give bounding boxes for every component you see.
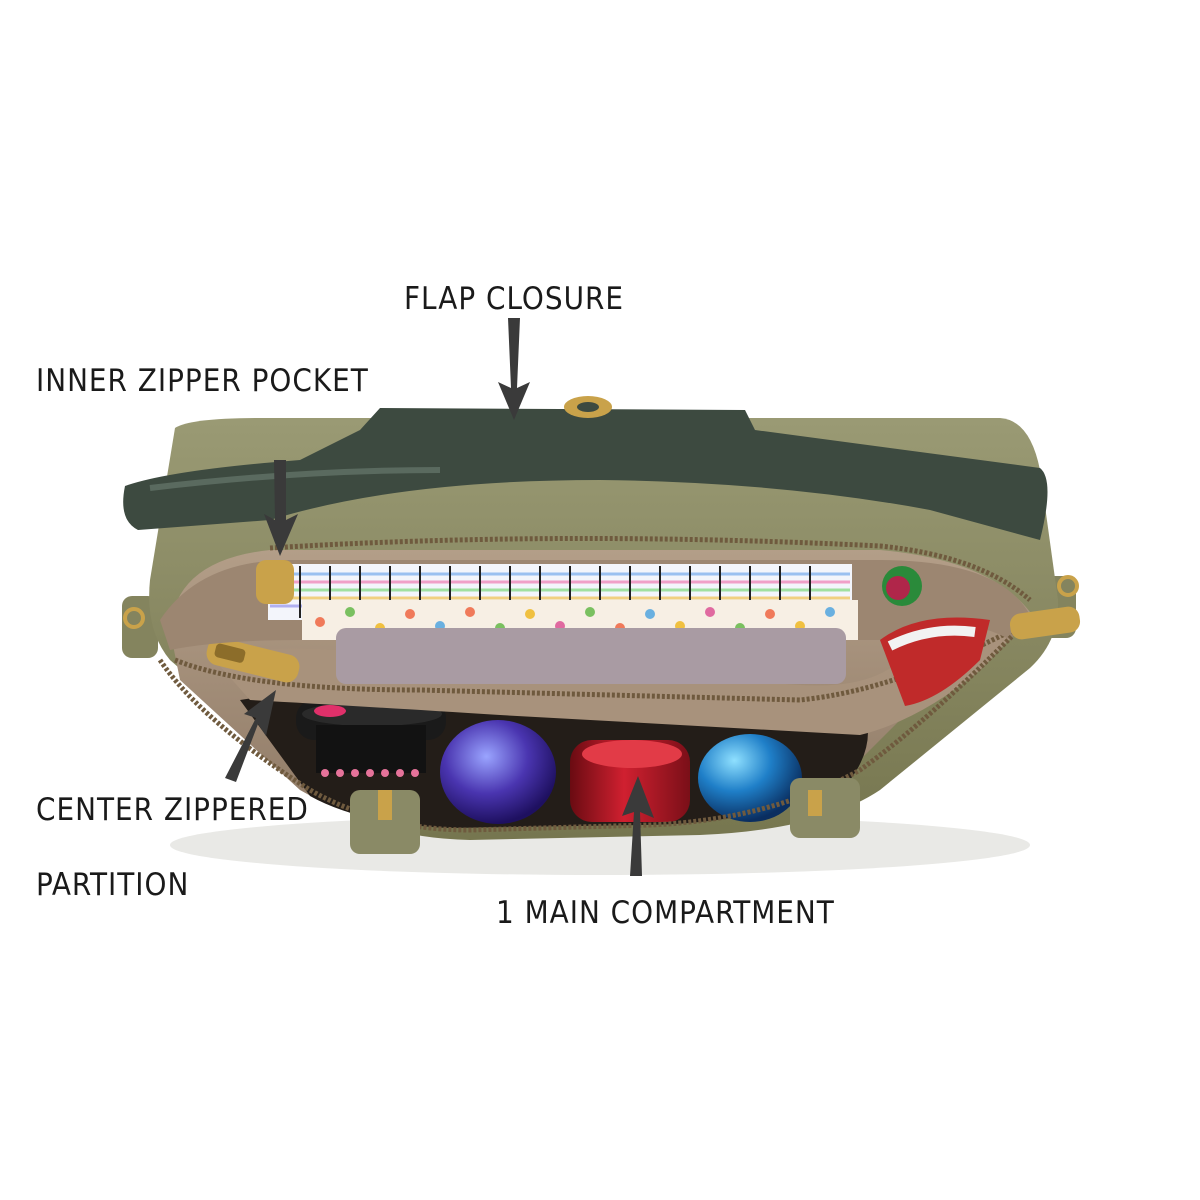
arrow-main-compartment <box>622 776 654 876</box>
label-partition: PARTITION <box>36 867 190 903</box>
arrow-inner-zipper-pocket <box>264 460 298 556</box>
partition-zipper-pull <box>206 637 300 683</box>
arrow-center-partition <box>225 690 276 782</box>
label-center-zippered: CENTER ZIPPERED <box>36 792 309 828</box>
label-flap-closure: FLAP CLOSURE <box>404 281 625 317</box>
left-handle-tab <box>350 790 420 854</box>
flap <box>123 408 1048 540</box>
blue-container <box>698 734 802 822</box>
mauve-pouch <box>336 628 846 684</box>
back-zipper <box>269 535 1032 602</box>
flap-clasp <box>564 396 612 418</box>
right-zipper-pull <box>1009 606 1081 640</box>
label-inner-zipper-pocket: INNER ZIPPER POCKET <box>36 363 369 399</box>
left-strap-ring <box>122 596 158 658</box>
flap-highlight <box>149 467 441 491</box>
inner-pocket-zipper-pull <box>256 560 294 604</box>
label-main-compartment: 1 MAIN COMPARTMENT <box>496 895 835 931</box>
hair-brush <box>296 700 446 777</box>
purple-container <box>440 720 556 824</box>
arrow-flap-closure <box>498 318 530 420</box>
right-handle-tab <box>790 778 860 838</box>
red-bottle <box>570 740 690 822</box>
keychain-and-cup <box>880 566 990 706</box>
